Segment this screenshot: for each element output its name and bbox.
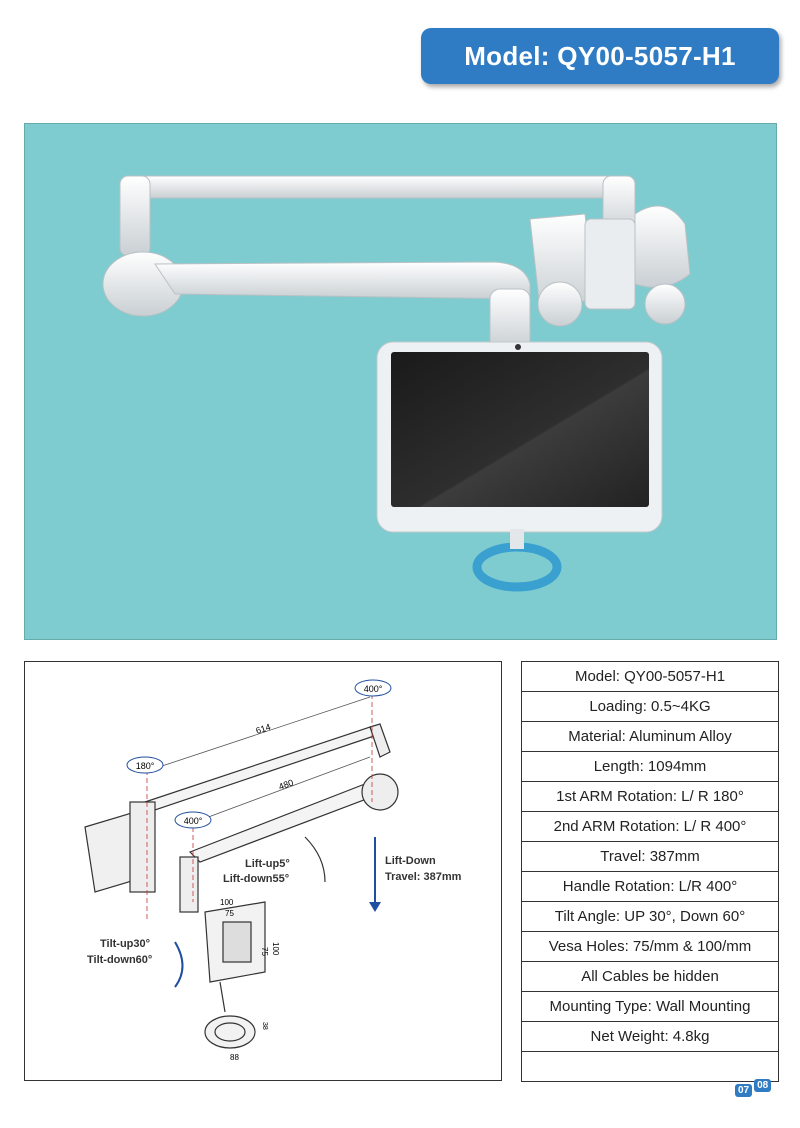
rotation-label-left: 180°: [136, 761, 155, 771]
travel-value-label: Travel: 387mm: [385, 871, 462, 883]
spec-row: Material: Aluminum Alloy: [521, 721, 779, 752]
tilt-up-label: Tilt-up30°: [100, 938, 150, 950]
dim-100-top: 100: [220, 898, 234, 907]
spec-row: 1st ARM Rotation: L/ R 180°: [521, 781, 779, 812]
spec-row: Model: QY00-5057-H1: [521, 661, 779, 692]
model-title-badge: Model: QY00-5057-H1: [421, 28, 779, 84]
monitor-arm-illustration: [102, 175, 691, 592]
lift-up-label: Lift-up5°: [245, 858, 290, 870]
dimension-drawing: 400° 180° 400° 614 480 Lift-up5° Lift-do…: [84, 679, 462, 1062]
model-title: Model: QY00-5057-H1: [464, 40, 736, 71]
spec-cell: Vesa Holes: 75/mm & 100/mm: [521, 931, 779, 962]
spec-cell: Travel: 387mm: [521, 841, 779, 872]
spec-row: Mounting Type: Wall Mounting: [521, 991, 779, 1022]
spec-row: Handle Rotation: L/R 400°: [521, 871, 779, 902]
spec-row: Vesa Holes: 75/mm & 100/mm: [521, 931, 779, 962]
spec-cell: Model: QY00-5057-H1: [521, 661, 779, 692]
dim-75-side: 75: [260, 947, 269, 956]
spec-cell: 1st ARM Rotation: L/ R 180°: [521, 781, 779, 812]
spec-cell: 2nd ARM Rotation: L/ R 400°: [521, 811, 779, 842]
spec-row: All Cables be hidden: [521, 961, 779, 992]
dim-614: 614: [255, 722, 272, 736]
dim-88: 88: [230, 1053, 239, 1062]
spec-cell: Material: Aluminum Alloy: [521, 721, 779, 752]
spec-cell: Net Weight: 4.8kg: [521, 1021, 779, 1052]
spec-row: Length: 1094mm: [521, 751, 779, 782]
dim-100-side: 100: [271, 942, 280, 956]
spec-row: Travel: 387mm: [521, 841, 779, 872]
spec-cell: Mounting Type: Wall Mounting: [521, 991, 779, 1022]
rotation-label-top: 400°: [364, 684, 383, 694]
page-number-right: 08: [754, 1079, 772, 1092]
spec-cell: Length: 1094mm: [521, 751, 779, 782]
rotation-label-mid: 400°: [184, 816, 203, 826]
lift-down-label: Lift-down55°: [223, 873, 289, 885]
dim-75-top: 75: [225, 909, 234, 918]
dim-480: 480: [277, 777, 295, 792]
lift-down-travel-label: Lift-Down: [385, 855, 436, 867]
spec-row: Net Weight: 4.8kg: [521, 1021, 779, 1052]
spec-cell: Tilt Angle: UP 30°, Down 60°: [521, 901, 779, 932]
spec-cell: All Cables be hidden: [521, 961, 779, 992]
page-number-left: 07: [735, 1084, 753, 1097]
spec-row: Tilt Angle: UP 30°, Down 60°: [521, 901, 779, 932]
product-photo: [24, 123, 777, 640]
spec-cell: Handle Rotation: L/R 400°: [521, 871, 779, 902]
dim-38: 38: [261, 1022, 268, 1030]
tilt-down-label: Tilt-down60°: [87, 954, 152, 966]
spec-cell: [521, 1051, 779, 1082]
spec-row: 2nd ARM Rotation: L/ R 400°: [521, 811, 779, 842]
technical-diagram: 400° 180° 400° 614 480 Lift-up5° Lift-do…: [24, 661, 502, 1081]
page-numbers: 07 08: [735, 1079, 772, 1097]
spec-row: [521, 1051, 779, 1082]
spec-cell: Loading: 0.5~4KG: [521, 691, 779, 722]
spec-row: Loading: 0.5~4KG: [521, 691, 779, 722]
